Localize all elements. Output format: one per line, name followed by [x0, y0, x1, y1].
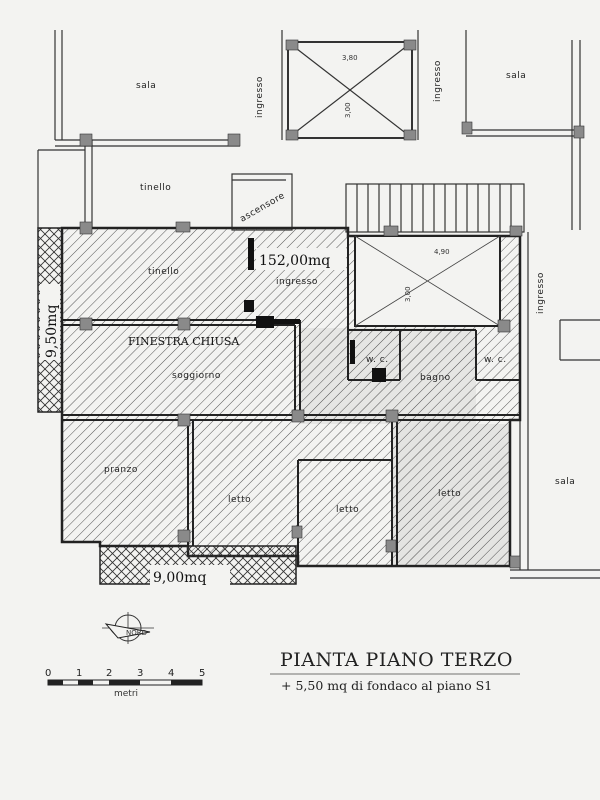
room-label-sala-left: sala: [136, 81, 156, 91]
total-area-label: 152,00mq: [259, 253, 330, 269]
dim-top-stair-width: 3,80: [342, 54, 358, 62]
balcony-bottom-area-label: 9,00mq: [153, 570, 206, 586]
plan-subtitle: + 5,50 mq di fondaco al piano S1: [281, 678, 492, 693]
room-label-tinello: tinello: [148, 267, 179, 277]
plan-title: PIANTA PIANO TERZO: [280, 649, 513, 671]
scale-tick-2: 2: [106, 668, 112, 679]
room-label-ingresso-top-right: ingresso: [433, 60, 443, 102]
balcony-bottom-area-box: [150, 565, 230, 587]
room-label-wc-unit: w. c.: [366, 355, 389, 365]
dim-mid-stair-height: 3,00: [404, 286, 412, 302]
scale-tick-3: 3: [137, 668, 143, 679]
room-label-tinello-top: tinello: [140, 183, 171, 193]
room-label-pranzo: pranzo: [104, 465, 138, 475]
room-label-sala-far-right: sala: [555, 477, 575, 487]
dim-top-stair-height: 3,00: [344, 102, 352, 118]
room-label-wc-right: w. c.: [484, 355, 507, 365]
room-label-letto-1: letto: [228, 495, 251, 505]
finestra-chiusa-note: FINESTRA CHIUSA: [128, 335, 240, 348]
compass: NORD: [102, 612, 154, 644]
apartment-unit: [60, 226, 522, 568]
balcony-left-area-label: 9,50mq: [44, 305, 60, 358]
columns: [79, 39, 585, 569]
scale-tick-0: 0: [45, 668, 51, 679]
room-label-sala-right: sala: [506, 71, 526, 81]
balcony-left-area-box: [40, 284, 60, 360]
upper-floor-context: [37, 30, 600, 579]
dim-mid-stair-width: 4,90: [434, 248, 450, 256]
room-label-bagno: bagno: [420, 373, 451, 383]
scale-unit: metri: [114, 689, 138, 699]
scale-tick-4: 4: [168, 668, 174, 679]
room-label-letto-2: letto: [336, 505, 359, 515]
room-label-ingresso: ingresso: [276, 277, 318, 287]
scale-tick-1: 1: [76, 668, 82, 679]
room-label-ingresso-top-left: ingresso: [255, 76, 265, 118]
room-label-ascensore: ascensore: [239, 191, 287, 225]
room-label-soggiorno: soggiorno: [172, 371, 221, 381]
compass-label: NORD: [126, 629, 147, 637]
room-label-letto-3: letto: [438, 489, 461, 499]
scale-bar: 0 1 2 3 4 5 metri: [45, 668, 205, 699]
room-label-ingresso-right: ingresso: [536, 272, 546, 314]
scale-tick-5: 5: [199, 668, 205, 679]
total-area-box: [256, 248, 346, 270]
